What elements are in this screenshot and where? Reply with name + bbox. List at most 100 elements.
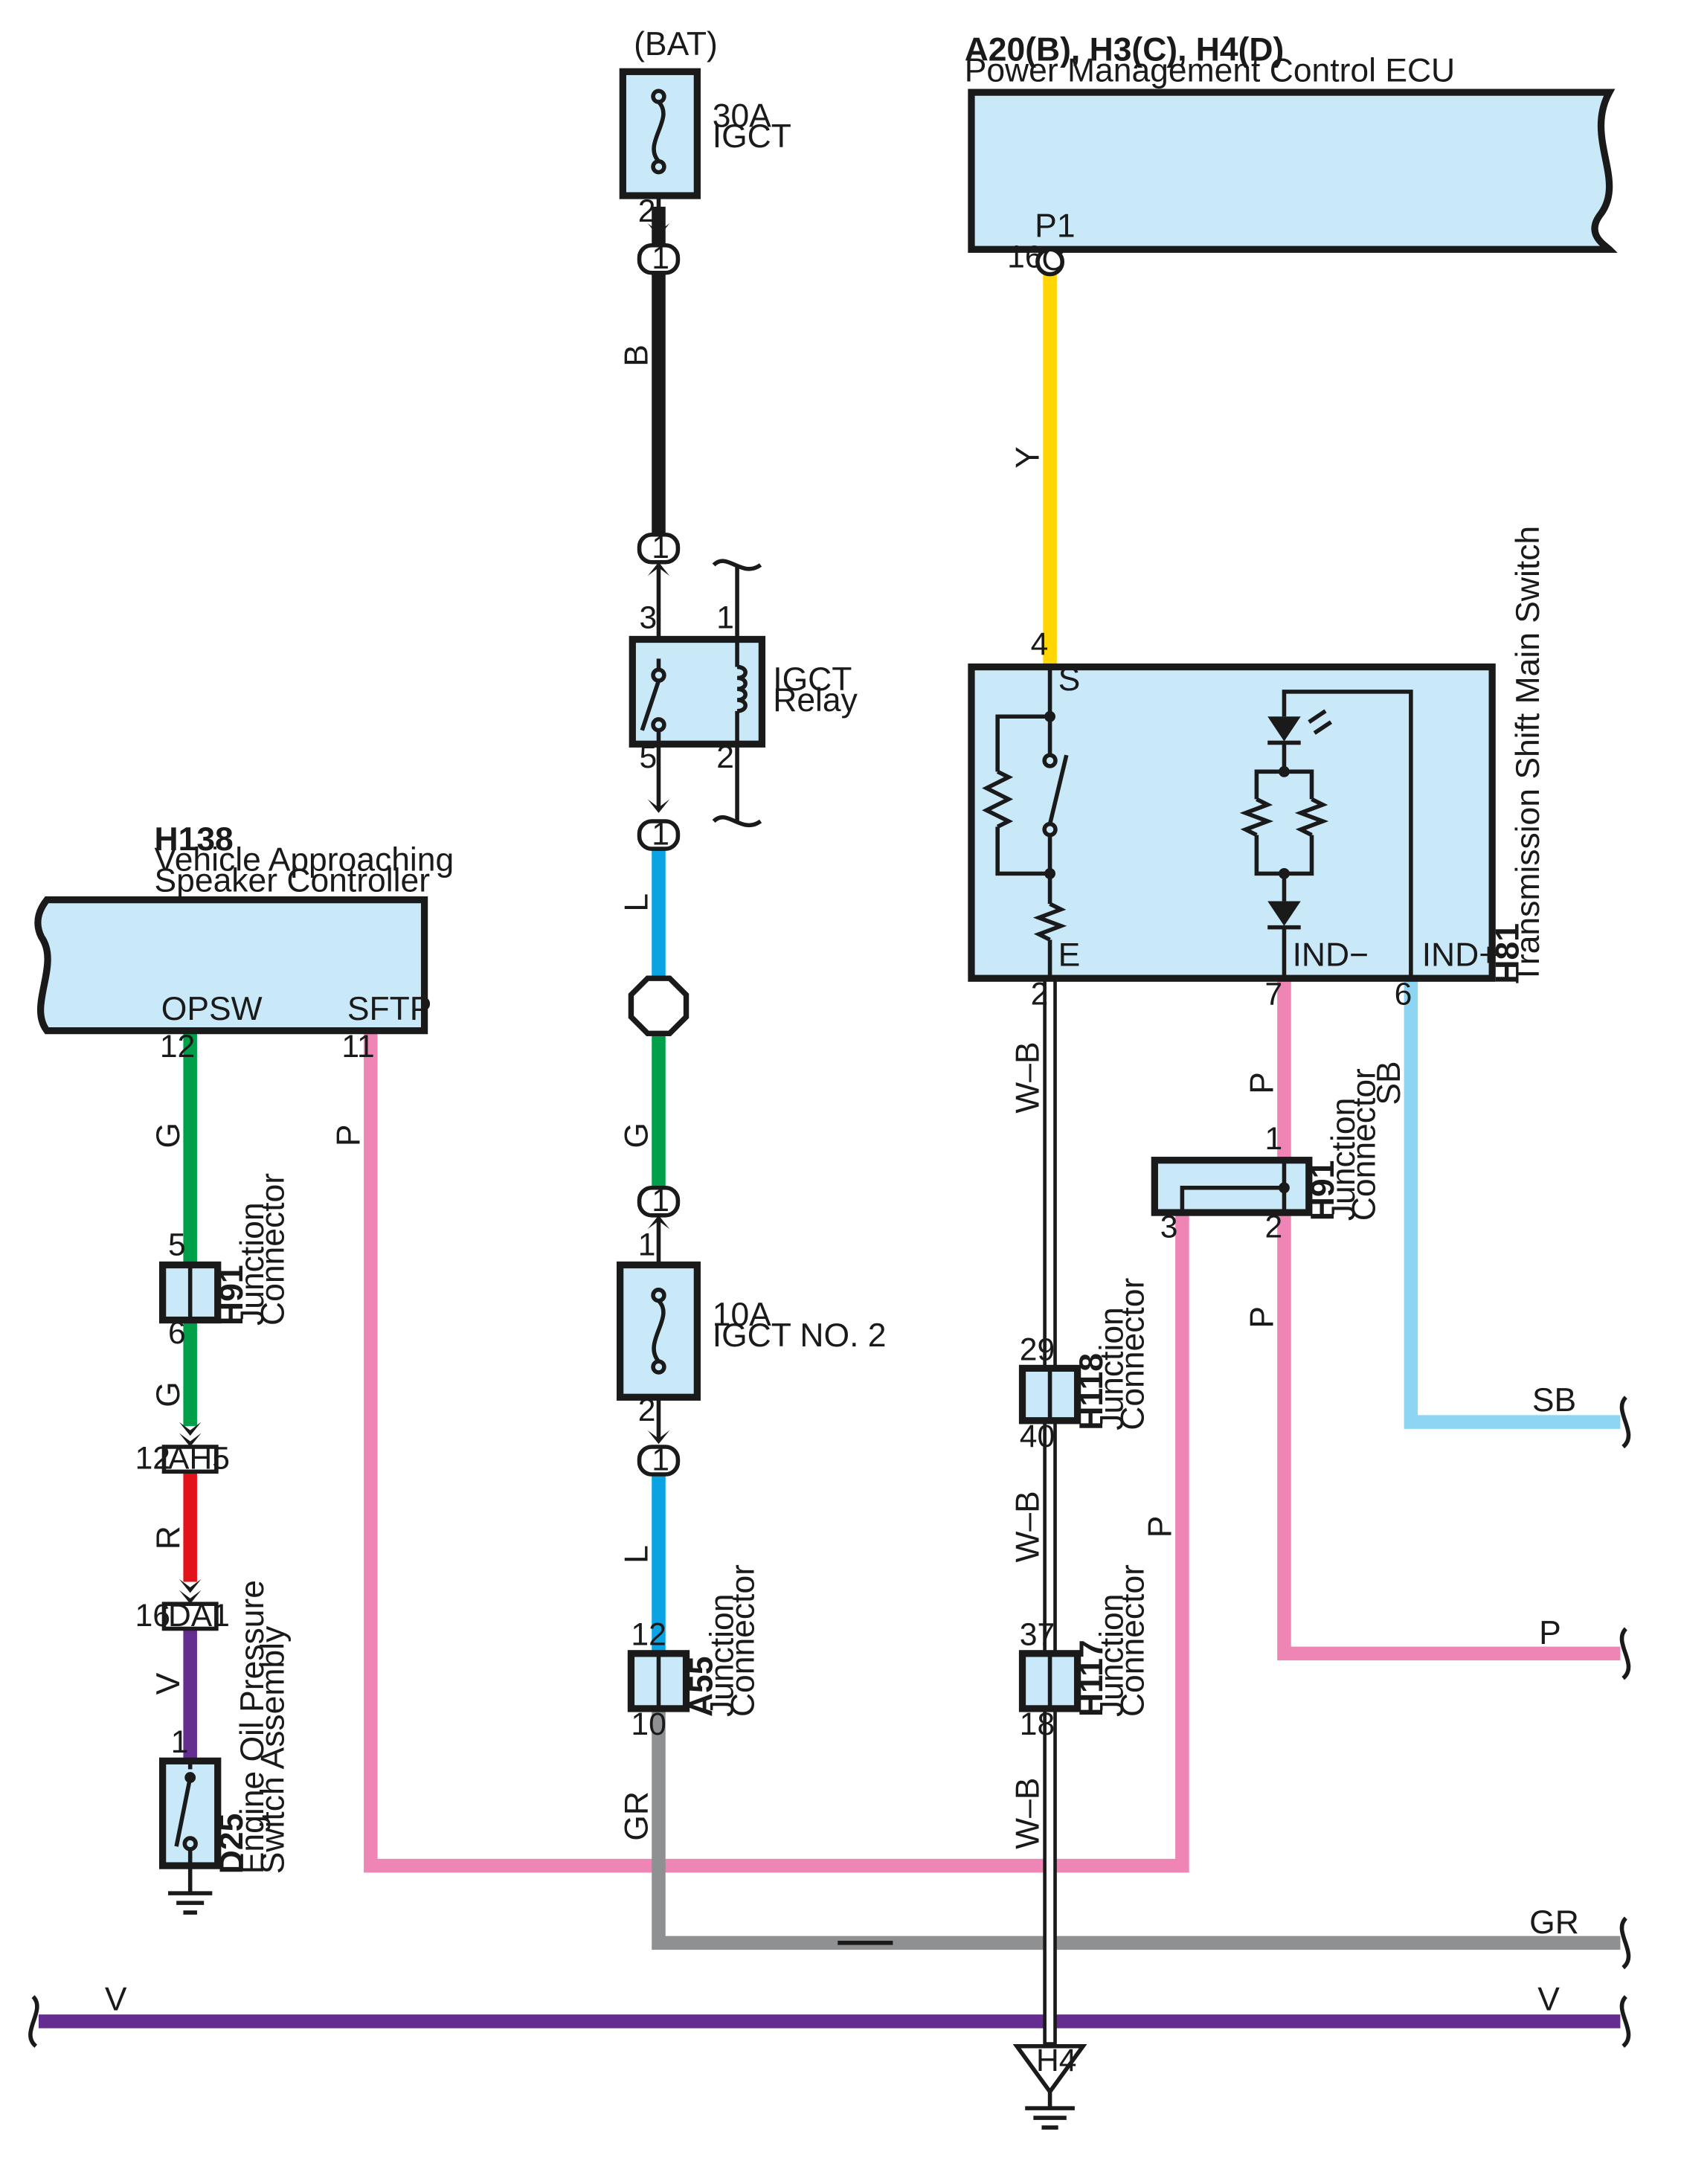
h81-pin-6: 6 [1395,976,1412,1012]
wire-label-p-ind2: P [1244,1306,1281,1329]
bus-label-gr: GR [1529,1904,1579,1941]
wire-label-p-sftp: P [331,1125,367,1147]
power-management-ecu: A20(B), H3(C), H4(D) Power Management Co… [965,32,1618,277]
wire-label-g1: G [619,1122,655,1149]
wire-labels: B Y L G L G G R V P W–B W–B W–B P P P SB… [105,344,1579,2018]
a55-name-1: Junction [704,1594,741,1718]
relay-pin-2: 2 [716,739,734,775]
relay-pin-3: 3 [640,600,658,636]
h91r-code: H91 [1305,1160,1341,1221]
wire-label-g-opsw: G [150,1122,187,1149]
inline-connector-label: 1 [652,240,669,276]
wire-label-g-opsw2: G [150,1381,187,1407]
fuse-10a-pin-out: 2 [638,1393,656,1428]
inline-connector-1d: 1 [637,1183,681,1265]
fuse-10a-pin-in: 1 [638,1227,656,1263]
bus-label-v-right: V [1537,1982,1560,2018]
a55-pin-10: 10 [631,1706,666,1742]
inline-connector-label: 1 [652,817,669,852]
fuse-10a-igct-no2: 1 10A IGCT NO. 2 2 [616,1227,887,1445]
inline-connector-1c: 1 [637,817,681,852]
h91l-name-2: Connector [255,1173,292,1326]
a55-name-2: Connector [724,1564,761,1717]
ground-h4: H4 [1012,2043,1087,2130]
ecu-code: A20(B), H3(C), H4(D) [965,32,1285,68]
ah5-pin: 12 [135,1441,170,1477]
wire-label-v: V [150,1672,187,1695]
h138-pin-12: 12 [160,1029,195,1064]
d25-oil-pressure-switch: 1 D25 Engine Oil Pressure Switch Assembl… [159,1580,292,1915]
ground-h4-label: H4 [1036,2043,1076,2078]
h91l-pin-5: 5 [168,1227,186,1263]
igct-relay: 3 1 5 2 IGCT Relay [629,559,858,828]
h138-name-2: Speaker Controller [155,862,431,899]
inline-connector-label: 1 [652,1183,669,1218]
da1-code: DA1 [168,1598,230,1634]
h117-pin-18: 18 [1020,1706,1055,1742]
h81-pin-4: 4 [1031,626,1049,662]
h118-code: H118 [1073,1353,1110,1430]
wire-label-r: R [150,1526,187,1549]
d25-code: D25 [213,1814,250,1875]
bus-label-v-left: V [105,1982,127,2018]
inline-connector-label: 1 [652,530,669,565]
inline-connector-1e: 1 [637,1442,681,1477]
fuse-30a-igct: (BAT) 30A IGCT 2 [619,26,791,237]
h81-code: H81 [1489,923,1526,984]
a55-code: A55 [684,1657,720,1718]
wire-label-sb: SB [1371,1061,1407,1105]
h138-terminal-opsw: OPSW [161,991,263,1027]
fuse-10a-name: IGCT NO. 2 [713,1317,887,1354]
inline-connector-1b: 1 [637,530,681,640]
a55-junction-connector: 12 10 A55 Junction Connector [627,1564,761,1742]
inline-connector-1a: 1 [637,240,681,276]
fuse-30a-name: IGCT [713,118,791,155]
ecu-terminal-p1: P1 [1035,208,1075,245]
h117-junction-connector: 37 18 H117 Junction Connector [1018,1564,1151,1742]
h138-terminal-sftp: SFTP [347,991,432,1027]
bus-label-sb: SB [1532,1382,1576,1419]
break-marks [28,1395,1631,2048]
h91r-name-2: Connector [1346,1068,1383,1221]
h91l-name-1: Junction [234,1202,271,1326]
wire-label-p-ind1: P [1244,1072,1281,1094]
wire-label-wb2: W–B [1010,1491,1047,1562]
h91r-pin-1: 1 [1265,1121,1283,1157]
h81-terminal-s: S [1058,661,1081,698]
bat-label: (BAT) [634,26,718,62]
bus-label-p: P [1539,1615,1561,1651]
h118-name-1: Junction [1094,1307,1131,1430]
h91l-pin-6: 6 [168,1315,186,1351]
wire-label-b: B [619,344,655,367]
h117-name-1: Junction [1094,1594,1131,1718]
h138-speaker-controller: H138 Vehicle Approaching Speaker Control… [34,821,454,1064]
h81-terminal-ind-minus: IND− [1293,937,1369,974]
wire-label-y: Y [1010,446,1047,469]
fuse-10a-rating: 10A [713,1297,771,1333]
wire-label-l2: L [619,1545,655,1564]
d25-pin: 1 [171,1724,189,1760]
h118-pin-40: 40 [1020,1419,1055,1454]
h117-pin-37: 37 [1020,1617,1055,1653]
h91r-pin-2: 2 [1265,1209,1283,1244]
h118-junction-connector: 29 40 H118 Junction Connector [1018,1278,1151,1454]
wire-label-gr: GR [619,1791,655,1841]
ah5-connector: AH5 12 [135,1422,230,1477]
wire-label-p-h91: P [1142,1516,1179,1538]
h91-junction-connector-left: 5 6 H91 Junction Connector [159,1173,292,1351]
h81-terminal-ind-plus: IND+ [1422,937,1498,974]
h81-pin-2: 2 [1031,976,1049,1012]
h138-pin-11: 11 [341,1029,374,1064]
wire-label-wb1: W–B [1010,1041,1047,1113]
fuse-30a-rating: 30A [713,97,771,134]
a55-pin-12: 12 [631,1617,666,1653]
wire-p-sftp [364,1033,1189,1873]
h81-pin-7: 7 [1265,976,1283,1012]
da1-pin: 16 [135,1598,170,1634]
d25-name-1: Engine Oil Pressure [234,1580,271,1874]
h91r-name-1: Junction [1325,1098,1362,1221]
h118-pin-29: 29 [1020,1332,1055,1367]
wire-sb-ind [1404,978,1621,1429]
h91l-code: H91 [213,1265,250,1326]
d25-name-2: Switch Assembly [255,1625,292,1874]
